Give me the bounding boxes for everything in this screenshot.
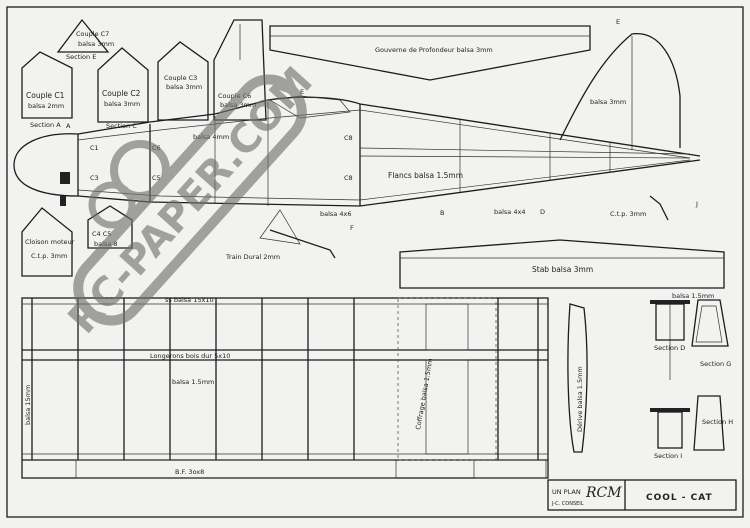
svg-text:C1: C1 [90,144,99,152]
svg-text:C3: C3 [90,174,99,182]
former-c7: Couple C7 balsa 3mm Section E [56,18,114,61]
svg-text:Flancs balsa 1.5mm: Flancs balsa 1.5mm [388,171,463,180]
svg-text:C5: C5 [152,174,161,182]
svg-text:balsa 15mm: balsa 15mm [24,385,32,425]
svg-text:balsa 1.5mm: balsa 1.5mm [172,378,214,386]
svg-text:C.t.p. 3mm: C.t.p. 3mm [610,210,646,218]
svg-text:balsa 4mm: balsa 4mm [193,133,229,141]
svg-text:F: F [350,224,354,232]
elevator-gouverne: Gouverne de Profondeur balsa 3mm [269,25,591,81]
sheet-border [6,6,744,518]
svg-text:balsa 2mm: balsa 2mm [28,102,64,110]
svg-text:Couple C3: Couple C3 [164,74,197,82]
svg-text:Couple C7: Couple C7 [76,30,109,38]
svg-text:Section A: Section A [30,121,61,129]
stabilizer: Stab balsa 3mm [399,239,725,289]
svg-text:Section C: Section C [106,122,137,130]
svg-text:Longerons bois dur 5x10: Longerons bois dur 5x10 [150,352,230,360]
svg-text:C4 C5: C4 C5 [92,230,111,238]
svg-text:Section E: Section E [66,53,96,61]
former-c3: Couple C3 balsa 3mm [157,41,209,121]
svg-text:E: E [300,88,304,96]
former-c2: Couple C2 balsa 3mm Section C [97,47,149,130]
svg-text:Section I: Section I [654,452,682,460]
svg-text:Gouverne de Profondeur balsa: Gouverne de Profondeur balsa 3mm [375,46,493,54]
svg-text:J-C. CONSEIL: J-C. CONSEIL [551,501,584,507]
svg-text:balsa 3mm: balsa 3mm [166,83,202,91]
svg-text:balsa 3mm: balsa 3mm [590,98,626,106]
svg-text:balsa 3mm: balsa 3mm [78,40,114,48]
cross-sections: balsa 1.5mm Section D Section G Section … [650,292,733,460]
fuselage-side-view: balsa 3mm Flancs balsa 1.5mm balsa 4mm b… [13,18,701,261]
title-block: UN PLAN RCM J-C. CONSEIL COOL - CAT [547,479,737,511]
svg-text:balsa 3mm: balsa 3mm [104,100,140,108]
svg-text:Cloison moteur: Cloison moteur [25,238,75,246]
former-c1: Couple C1 balsa 2mm Section A [21,51,73,129]
svg-text:balsa 4x6: balsa 4x6 [320,210,351,218]
svg-text:Couple C1: Couple C1 [26,91,65,100]
svg-text:A: A [66,122,71,130]
svg-text:C8: C8 [344,134,353,142]
svg-text:COOL - CAT: COOL - CAT [646,493,713,503]
svg-text:Section G: Section G [700,360,731,368]
landing-gear [259,209,301,245]
svg-text:C8: C8 [344,174,353,182]
svg-text:RCM: RCM [585,485,622,501]
svg-text:balsa 4x4: balsa 4x4 [494,208,525,216]
svg-text:Section H: Section H [702,418,733,426]
svg-text:UN PLAN: UN PLAN [552,488,581,496]
vertical-fin [559,33,681,148]
svg-text:C.t.p. 3mm: C.t.p. 3mm [31,252,67,260]
svg-text:ss balsa 15x10: ss balsa 15x10 [165,296,214,304]
svg-text:Section D: Section D [654,344,685,352]
svg-text:Train Dural 2mm: Train Dural 2mm [225,253,280,261]
rudder-derive: Dérive balsa 1.5mm [567,303,588,453]
svg-text:B.F. 3ox8: B.F. 3ox8 [175,468,204,476]
svg-text:Dérive balsa 1.5mm: Dérive balsa 1.5mm [576,366,584,432]
svg-text:E: E [616,18,620,26]
svg-text:B: B [440,209,444,217]
svg-text:D: D [540,208,545,216]
svg-text:Couple C2: Couple C2 [102,89,141,98]
svg-text:balsa 1.5mm: balsa 1.5mm [672,292,714,300]
svg-text:J: J [695,200,698,208]
former-cloison: Cloison moteur C.t.p. 3mm [21,207,75,277]
svg-text:Stab balsa 3mm: Stab balsa 3mm [532,265,593,274]
